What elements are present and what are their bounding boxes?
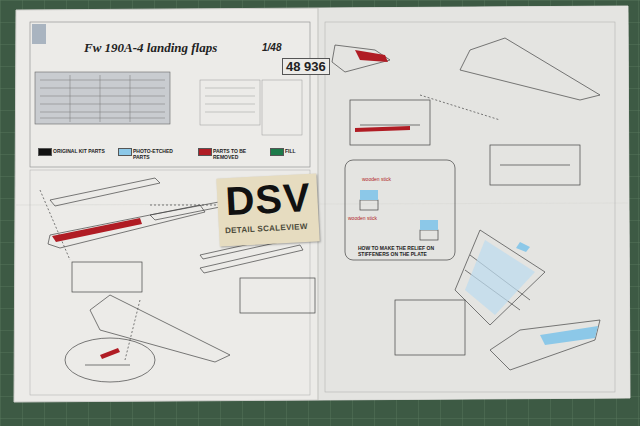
sticker-card: DSVDETAIL SCALEVIEW (216, 173, 319, 246)
sheet-title: Fw 190A-4 landing flaps (84, 40, 217, 56)
note-label: wooden stick (348, 215, 377, 221)
logo-subtitle: DETAIL SCALEVIEW (225, 222, 308, 235)
logo-text: DSV (224, 174, 312, 224)
scale-label: 1/48 (262, 42, 281, 53)
legend-text: ORIGINAL KIT PARTS (53, 148, 108, 154)
note-label: wooden stick (362, 176, 391, 182)
legend-text: PARTS TO BE REMOVED (213, 148, 268, 160)
note-label: HOW TO MAKE THE RELIEF ON STIFFENERS ON … (358, 245, 438, 257)
legend-swatch (118, 148, 132, 156)
legend-text: PHOTO-ETCHED PARTS (133, 148, 188, 160)
legend-swatch (198, 148, 212, 156)
legend-text: FILL (285, 148, 340, 154)
kit-number: 48 936 (282, 58, 330, 75)
legend-swatch (270, 148, 284, 156)
legend-swatch (38, 148, 52, 156)
